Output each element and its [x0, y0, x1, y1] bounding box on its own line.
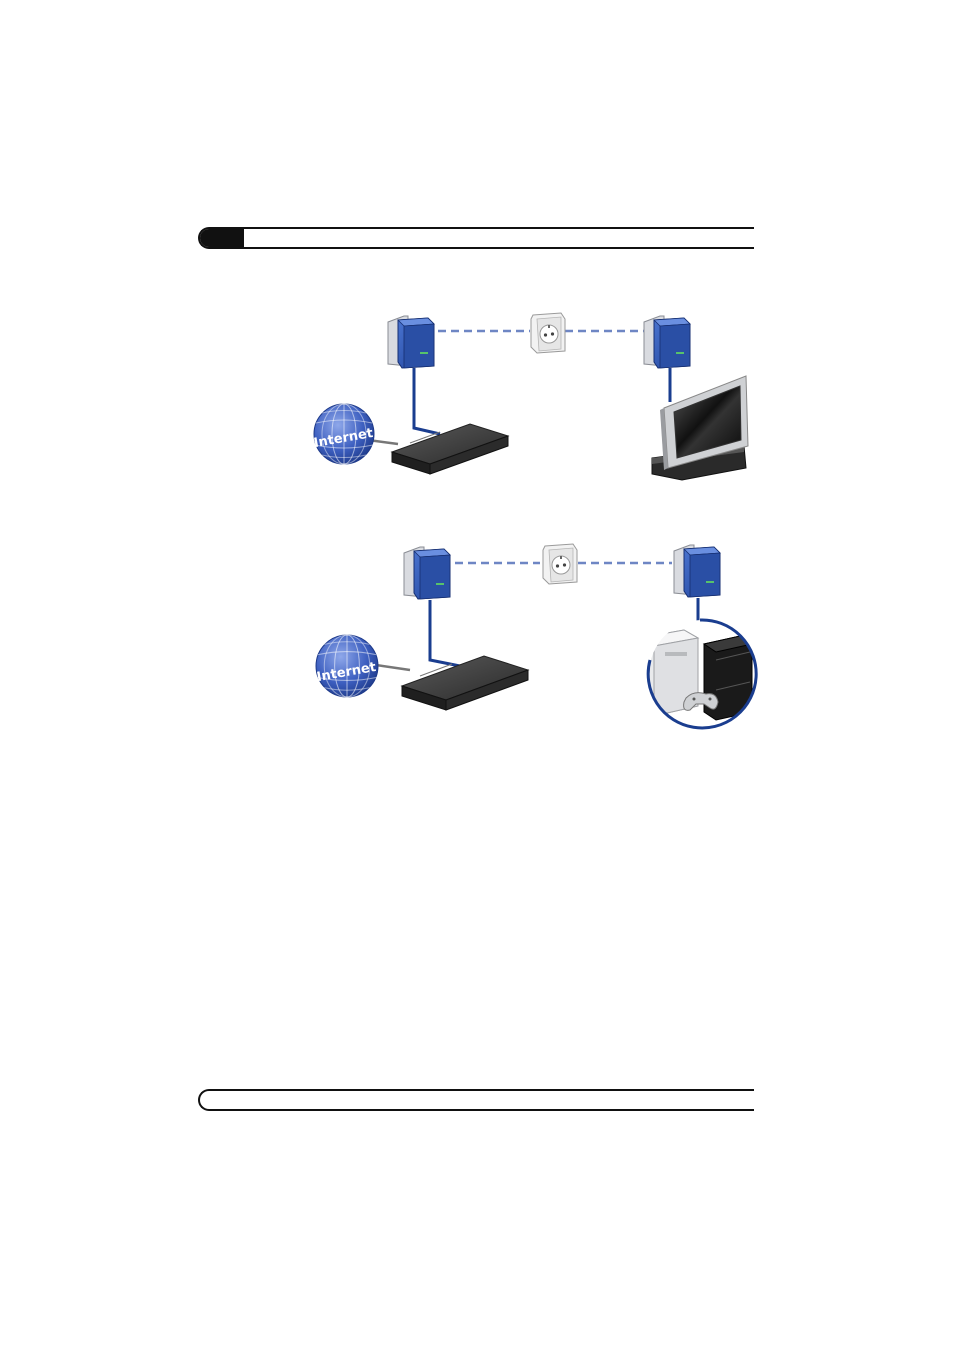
powerline-adapter-icon — [387, 315, 435, 369]
globe-icon: Internet — [315, 634, 379, 698]
powerline-adapter-icon — [643, 315, 691, 369]
powerline-adapter-icon — [673, 544, 721, 598]
page-footer-bar — [198, 1089, 754, 1111]
page-header-bar — [198, 227, 754, 249]
tv-icon — [651, 375, 749, 481]
diagram-game-console: Internet — [315, 543, 758, 730]
powerline-adapter-icon — [403, 546, 451, 600]
globe-icon: Internet — [313, 403, 375, 465]
ethernet-cable — [412, 368, 441, 436]
ethernet-cable — [428, 600, 461, 668]
router-icon — [400, 655, 530, 711]
router-icon — [390, 423, 510, 475]
wall-socket-icon — [542, 543, 578, 585]
game-console-icon — [646, 618, 758, 730]
diagram-tv: Internet — [313, 312, 749, 481]
page-number-tab — [200, 229, 244, 247]
wall-socket-icon — [530, 312, 566, 354]
dsl-cable — [375, 663, 411, 672]
